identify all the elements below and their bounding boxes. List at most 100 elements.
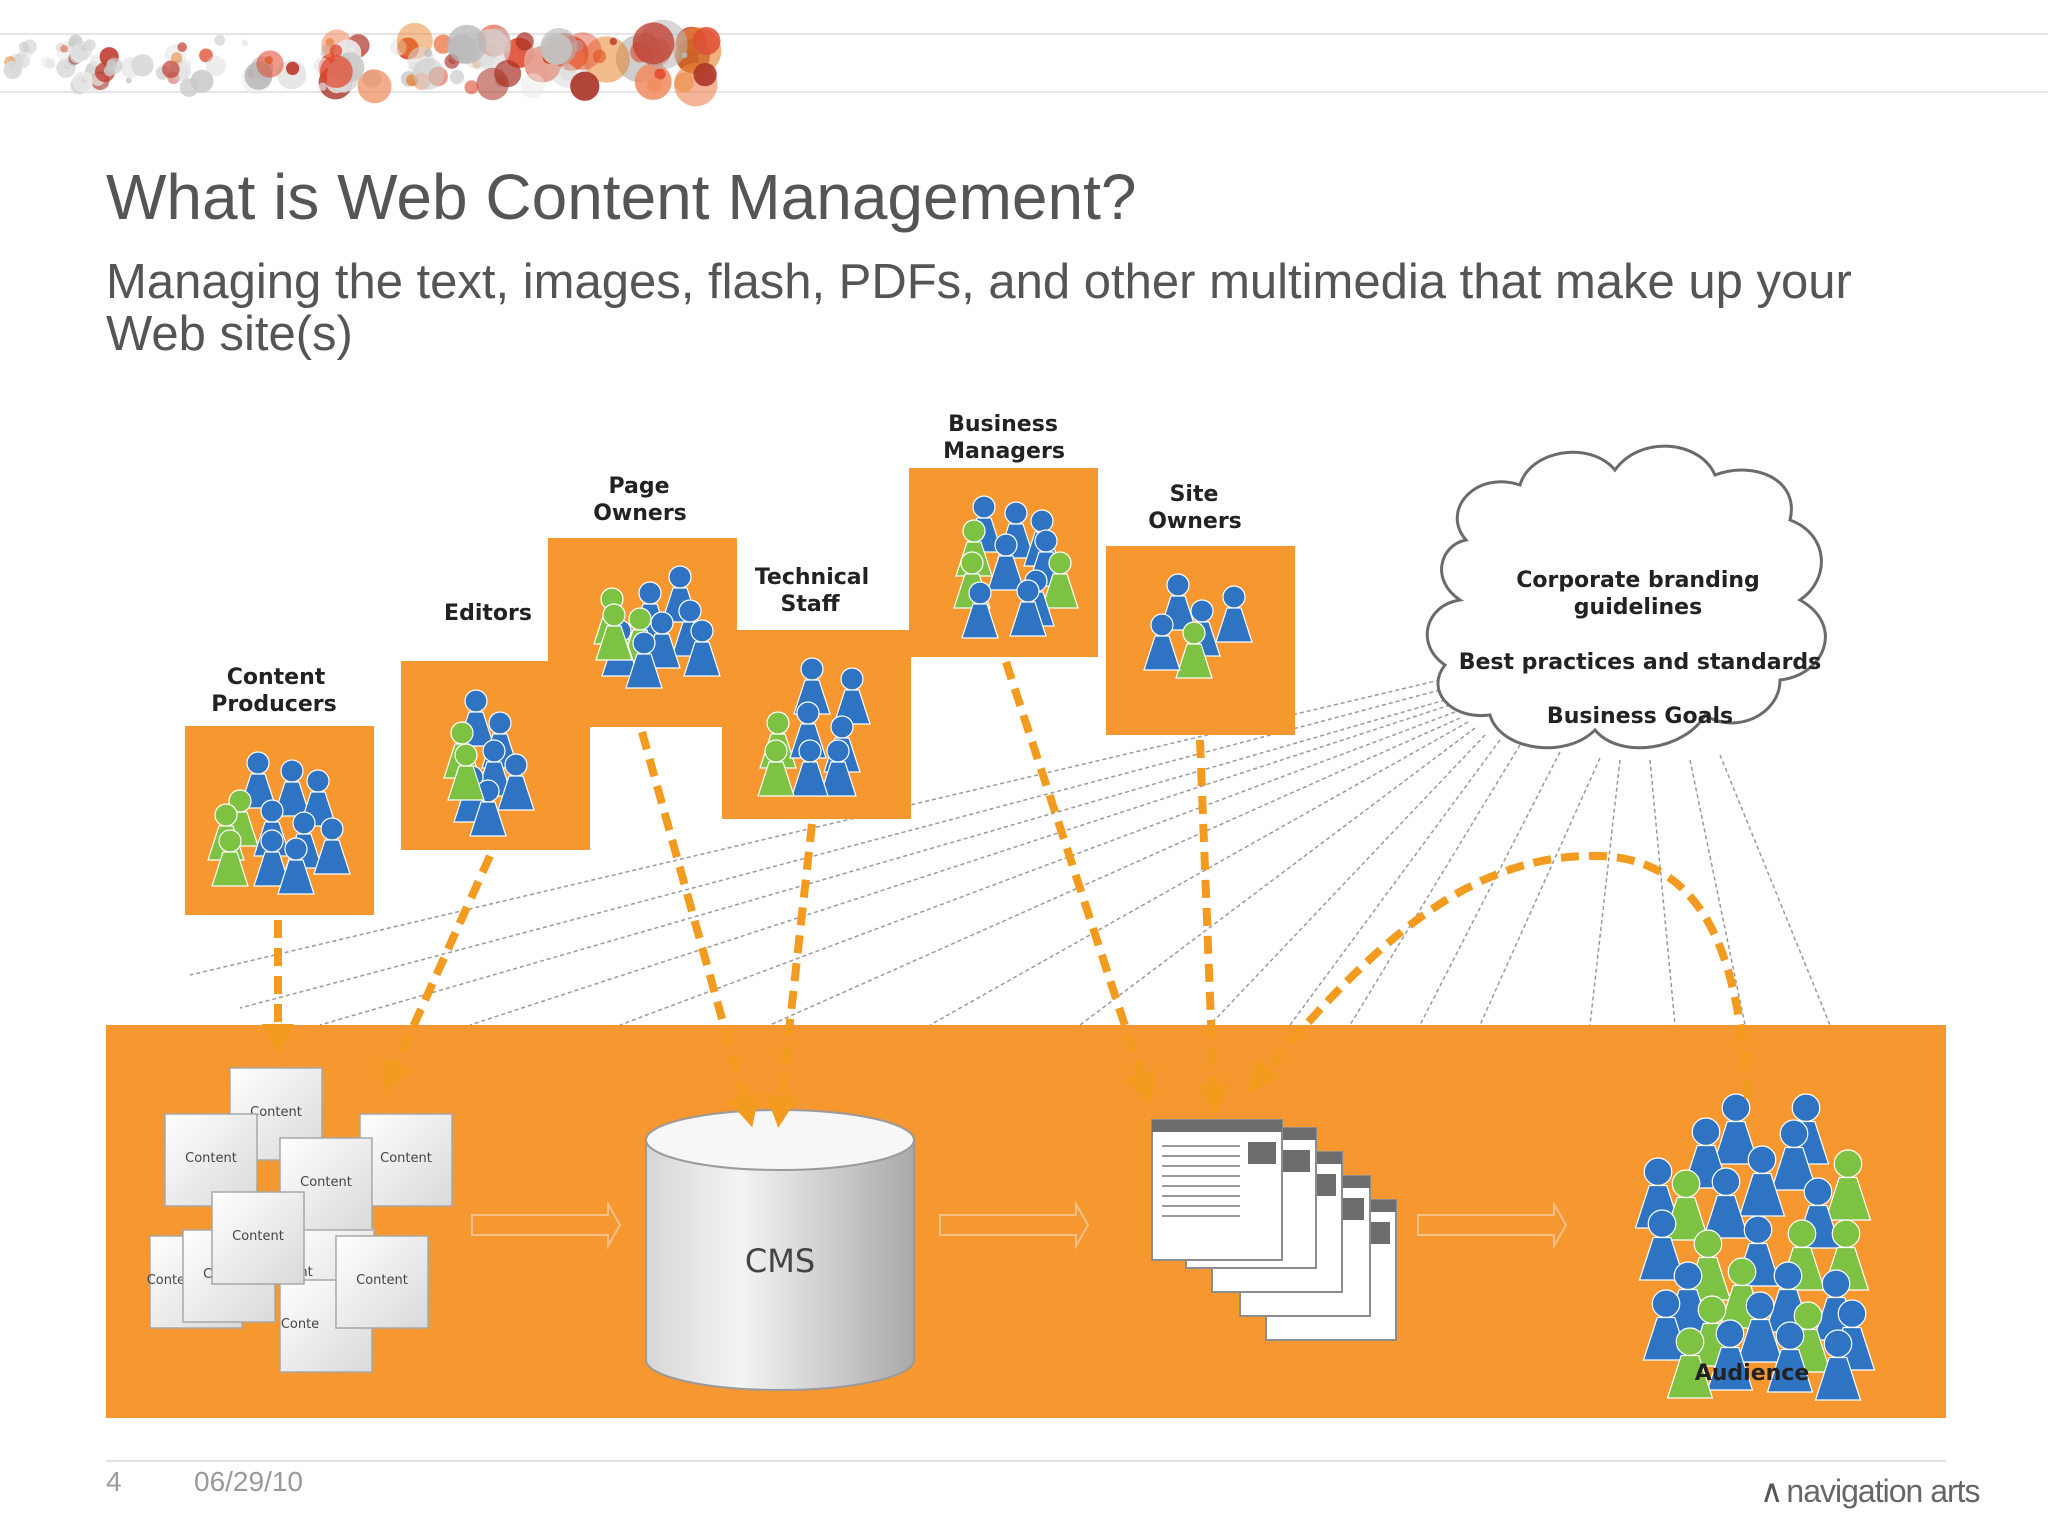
person-icon (683, 619, 721, 677)
label-site-owners-2: Owners (1148, 509, 1242, 534)
person-icon (253, 829, 291, 887)
person-icon (1738, 1145, 1786, 1217)
group-boxes (185, 468, 1295, 915)
influence-line (239, 689, 1441, 1009)
arrow-page-owners-to-cms (638, 730, 760, 1128)
content-card-label: Content (380, 1151, 432, 1166)
header-dot (494, 60, 522, 88)
influence-line (619, 711, 1456, 1026)
person-icon (819, 739, 857, 797)
header-dot (199, 48, 213, 63)
cloud-line-2: guidelines (1574, 595, 1702, 620)
header-dot (89, 55, 101, 67)
person-icon (791, 739, 829, 797)
box-content-producers (185, 726, 374, 915)
page-title: What is Web Content Management? (106, 161, 1137, 233)
label-business-managers-2: Managers (943, 439, 1065, 464)
group-labels: Content Producers Editors Page Owners Te… (211, 412, 1241, 717)
header-dot (609, 37, 617, 46)
header-dot (82, 41, 91, 50)
label-business-managers-1: Business (948, 412, 1058, 437)
person-icon (1009, 579, 1047, 637)
logo-icon: ∧ (1760, 1473, 1783, 1509)
header-dot (424, 49, 433, 58)
influence-line (929, 721, 1469, 1026)
person-icon (497, 753, 535, 811)
label-site-owners-1: Site (1170, 482, 1219, 507)
header-dot (106, 59, 117, 70)
influence-line (1689, 759, 1746, 1026)
person-icon (1666, 1327, 1714, 1399)
person-icon (1824, 1149, 1872, 1221)
person-icon (1814, 1329, 1862, 1401)
cloud-line-3: Best practices and standards (1459, 650, 1822, 675)
content-card-label: Conte (281, 1317, 319, 1332)
influence-line (1719, 754, 1831, 1026)
content-card: Content (211, 1191, 305, 1285)
header-dot (81, 45, 88, 52)
content-card-label: Content (250, 1105, 302, 1120)
header-dot (449, 70, 465, 85)
person-icon (595, 603, 633, 661)
header-dot (632, 22, 675, 65)
navigation-arts-logo: ∧navigation arts (1760, 1472, 1981, 1510)
person-icon (1712, 1093, 1760, 1165)
header-dot (131, 54, 154, 77)
header-dot (412, 58, 445, 90)
person-icon (1770, 1119, 1818, 1191)
cms-database: CMS (645, 1109, 915, 1391)
person-icon (1766, 1321, 1814, 1393)
header-dot (464, 80, 479, 95)
slide-date: 06/29/10 (194, 1466, 303, 1497)
content-card-label: Content (356, 1273, 408, 1288)
header-dot (654, 68, 666, 80)
header-dot (447, 24, 487, 64)
person-icon (1143, 613, 1181, 671)
header-dot (559, 63, 577, 81)
page-subtitle: Managing the text, images, flash, PDFs, … (106, 255, 1852, 361)
header-dot (318, 82, 327, 91)
cms-label: CMS (745, 1242, 815, 1280)
flow-arrows (471, 1200, 1568, 1250)
person-icon (447, 743, 485, 801)
flow-arrow-pages-to-audience (1417, 1200, 1568, 1250)
content-card-label: Content (232, 1229, 284, 1244)
person-icon (1215, 585, 1253, 643)
person-icon (625, 631, 663, 689)
orange-dashed-arrows (262, 660, 1752, 1128)
flow-arrow-content-to-cms (471, 1200, 622, 1250)
arrow-audience-feedback (1247, 851, 1752, 1099)
page-number: 4 (106, 1466, 122, 1497)
person-icon (757, 739, 795, 797)
person-icon (1175, 621, 1213, 679)
arrow-editors-to-content (381, 854, 494, 1093)
header-dot (179, 78, 199, 97)
influence-line (1289, 739, 1501, 1026)
header-dot (162, 60, 180, 79)
header-dot (349, 45, 356, 52)
header-dot (570, 71, 600, 101)
header-dot (390, 39, 407, 56)
person-icon (211, 829, 249, 887)
influence-line (1209, 734, 1486, 1026)
influence-line (1649, 759, 1676, 1026)
header-dot (674, 72, 694, 93)
header-dot (60, 45, 68, 53)
person-icon (277, 837, 315, 895)
person-icon (1702, 1167, 1750, 1239)
header-dot (647, 77, 662, 93)
label-page-owners-1: Page (608, 474, 669, 499)
header-dot (520, 73, 546, 99)
header-dot (320, 55, 353, 88)
content-card: Content (359, 1113, 453, 1207)
header-dot (45, 58, 56, 69)
header-dot (171, 52, 183, 64)
content-card-label: Content (185, 1151, 237, 1166)
influence-line (1479, 757, 1601, 1026)
content-card-label: Conten (147, 1273, 194, 1288)
footer-divider (106, 1460, 1946, 1462)
influence-line (469, 704, 1451, 1026)
header-dot (125, 77, 132, 84)
person-icon (313, 817, 351, 875)
